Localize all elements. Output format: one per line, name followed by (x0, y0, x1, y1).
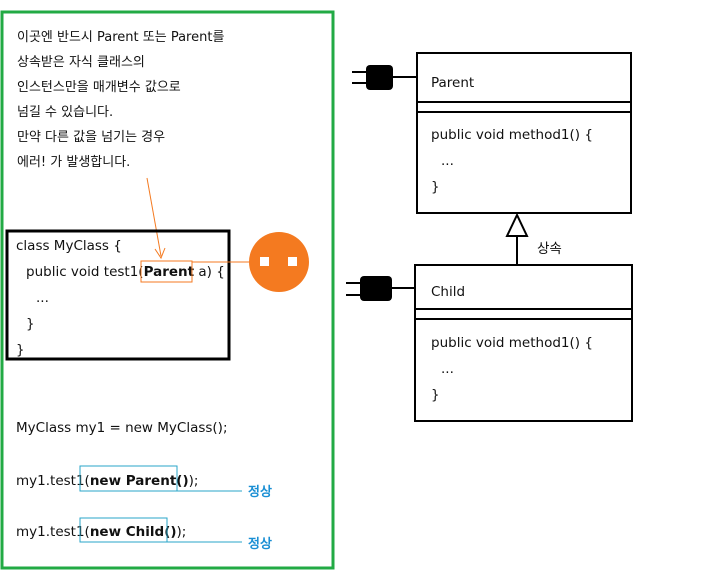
inheritance-label: 상속 (537, 241, 562, 257)
callout-line (146, 177, 162, 257)
example-panel (0, 10, 335, 570)
note-line-1: 이곳엔 반드시 Parent 또는 Parent를 (17, 30, 224, 45)
code-line-method-close: } (26, 316, 35, 332)
note-line-5: 만약 다른 값을 넘기는 경우 (17, 130, 165, 145)
child-plug-icon (346, 276, 416, 301)
callout-arrowhead (154, 247, 166, 260)
call-child-statement: my1.test1(new Child()); (16, 524, 186, 540)
parent-class-name: Parent (431, 75, 474, 91)
child-class: Child public void method1() { ... } (414, 264, 633, 422)
inheritance-triangle (505, 212, 529, 237)
inheritance-arrow (505, 212, 529, 265)
param-highlight-box (140, 260, 193, 283)
code-param-type: Parent (144, 264, 195, 280)
call-child-suffix: ); (177, 524, 187, 540)
code-param-rest: a) { (194, 264, 225, 280)
socket-hole-left (260, 257, 269, 266)
code-line-class: class MyClass { (16, 238, 122, 254)
myclass-code-box (5, 229, 231, 361)
call-parent-result: 정상 (248, 484, 272, 500)
parent-method-body: ... (441, 153, 454, 169)
socket-icon (249, 232, 309, 292)
socket-hole-right (288, 257, 297, 266)
explanation-note: 이곳엔 반드시 Parent 또는 Parent를 상속받은 자식 클래스의 인… (17, 30, 224, 170)
parent-class-box (416, 52, 632, 214)
child-method-close: } (431, 387, 440, 403)
call-parent-prefix: my1.test1( (16, 473, 90, 489)
socket-circle (249, 232, 309, 292)
myclass-declaration: MyClass my1 = new MyClass(); (16, 420, 228, 436)
call-child-prefix: my1.test1( (16, 524, 90, 540)
call-child-result: 정상 (248, 536, 272, 552)
code-method-signature: public void test1( (26, 264, 144, 280)
note-line-3: 인스턴스만을 매개변수 값으로 (17, 80, 181, 95)
call-parent-arg: new Parent() (90, 473, 189, 489)
code-line-method: public void test1(Parent a) { (26, 264, 225, 280)
child-plug-body (360, 276, 392, 301)
note-line-4: 넘길 수 있습니다. (17, 105, 113, 120)
call-parent-statement: my1.test1(new Parent()); (16, 473, 198, 489)
parent-method-close: } (431, 179, 440, 195)
parent-class: Parent public void method1() { ... } (416, 52, 632, 214)
code-line-body: ... (36, 290, 49, 306)
code-line-class-close: } (16, 342, 25, 358)
call-parent-suffix: ); (189, 473, 199, 489)
note-line-2: 상속받은 자식 클래스의 (17, 55, 145, 70)
call-child-arg: new Child() (90, 524, 177, 540)
child-method-body: ... (441, 361, 454, 377)
child-class-name: Child (431, 284, 465, 300)
parent-plug-icon (352, 65, 417, 90)
child-method: public void method1() { (431, 335, 593, 351)
parent-method: public void method1() { (431, 127, 593, 143)
child-class-box (414, 264, 633, 422)
note-line-6: 에러! 가 발생합니다. (17, 155, 130, 170)
parent-plug-body (366, 65, 393, 90)
